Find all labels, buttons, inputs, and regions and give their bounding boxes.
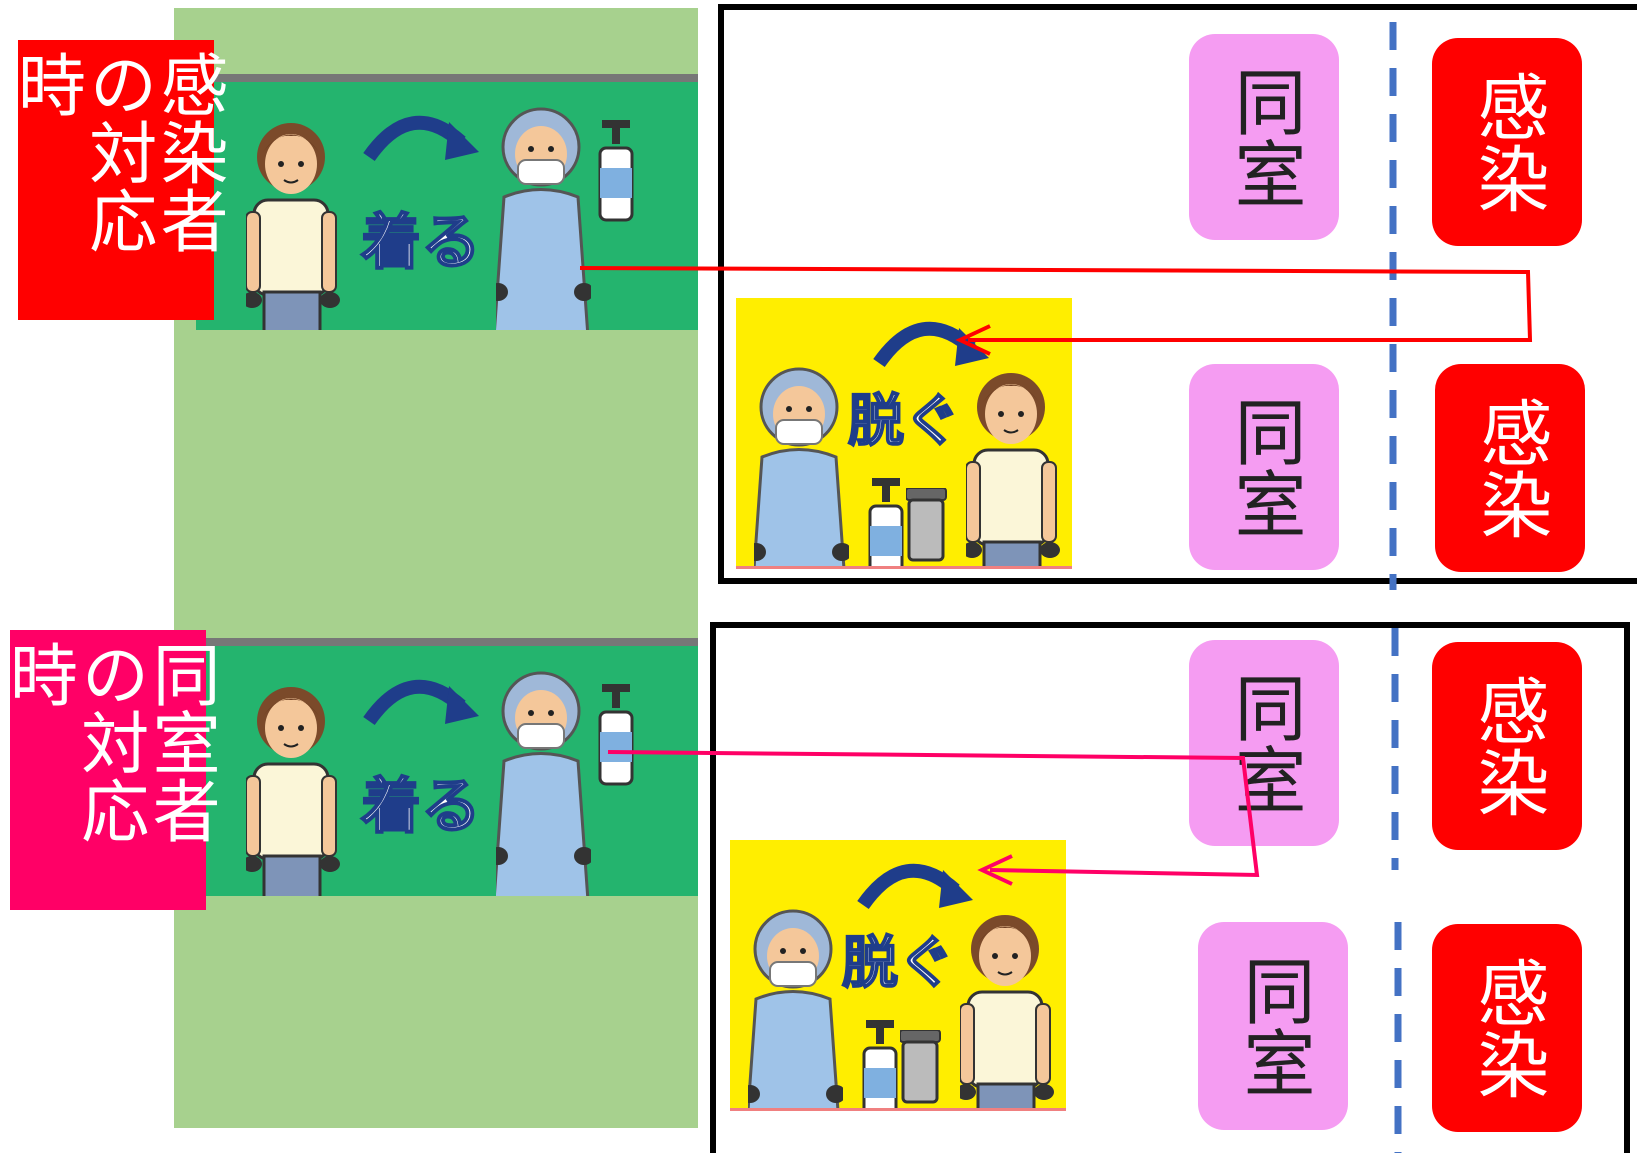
- curved-arrow-icon: [363, 115, 479, 162]
- section-label-roommate: 同室者の対応時: [0, 630, 219, 910]
- room-frame-infected: [718, 4, 1637, 584]
- room-infected: 感染: [1432, 924, 1582, 1132]
- room-shared: 同室: [1198, 922, 1348, 1130]
- room-shared: 同室: [1189, 34, 1339, 240]
- room-shared: 同室: [1189, 640, 1339, 846]
- room-shared: 同室: [1189, 364, 1339, 570]
- room-infected: 感染: [1435, 364, 1585, 572]
- don-banner-top: 着る: [196, 74, 698, 330]
- curved-arrow-icon: [857, 863, 973, 910]
- room-infected: 感染: [1432, 38, 1582, 246]
- section-label-infected: 感染者の対応時: [5, 40, 227, 320]
- doff-label: 脱ぐ: [847, 388, 961, 455]
- don-banner-bottom: 着る: [196, 638, 698, 896]
- flow-arrow-roommate: [607, 750, 1260, 878]
- doff-label: 脱ぐ: [841, 930, 955, 997]
- flow-arrow-infected: [579, 266, 1533, 342]
- don-label: 着る: [360, 207, 482, 279]
- don-label: 着る: [360, 771, 482, 843]
- room-infected: 感染: [1432, 642, 1582, 850]
- curved-arrow-icon: [363, 679, 479, 726]
- room-frame-roommate: [710, 622, 1630, 1153]
- arrow-head: [955, 324, 991, 356]
- arrow-head: [977, 854, 1013, 886]
